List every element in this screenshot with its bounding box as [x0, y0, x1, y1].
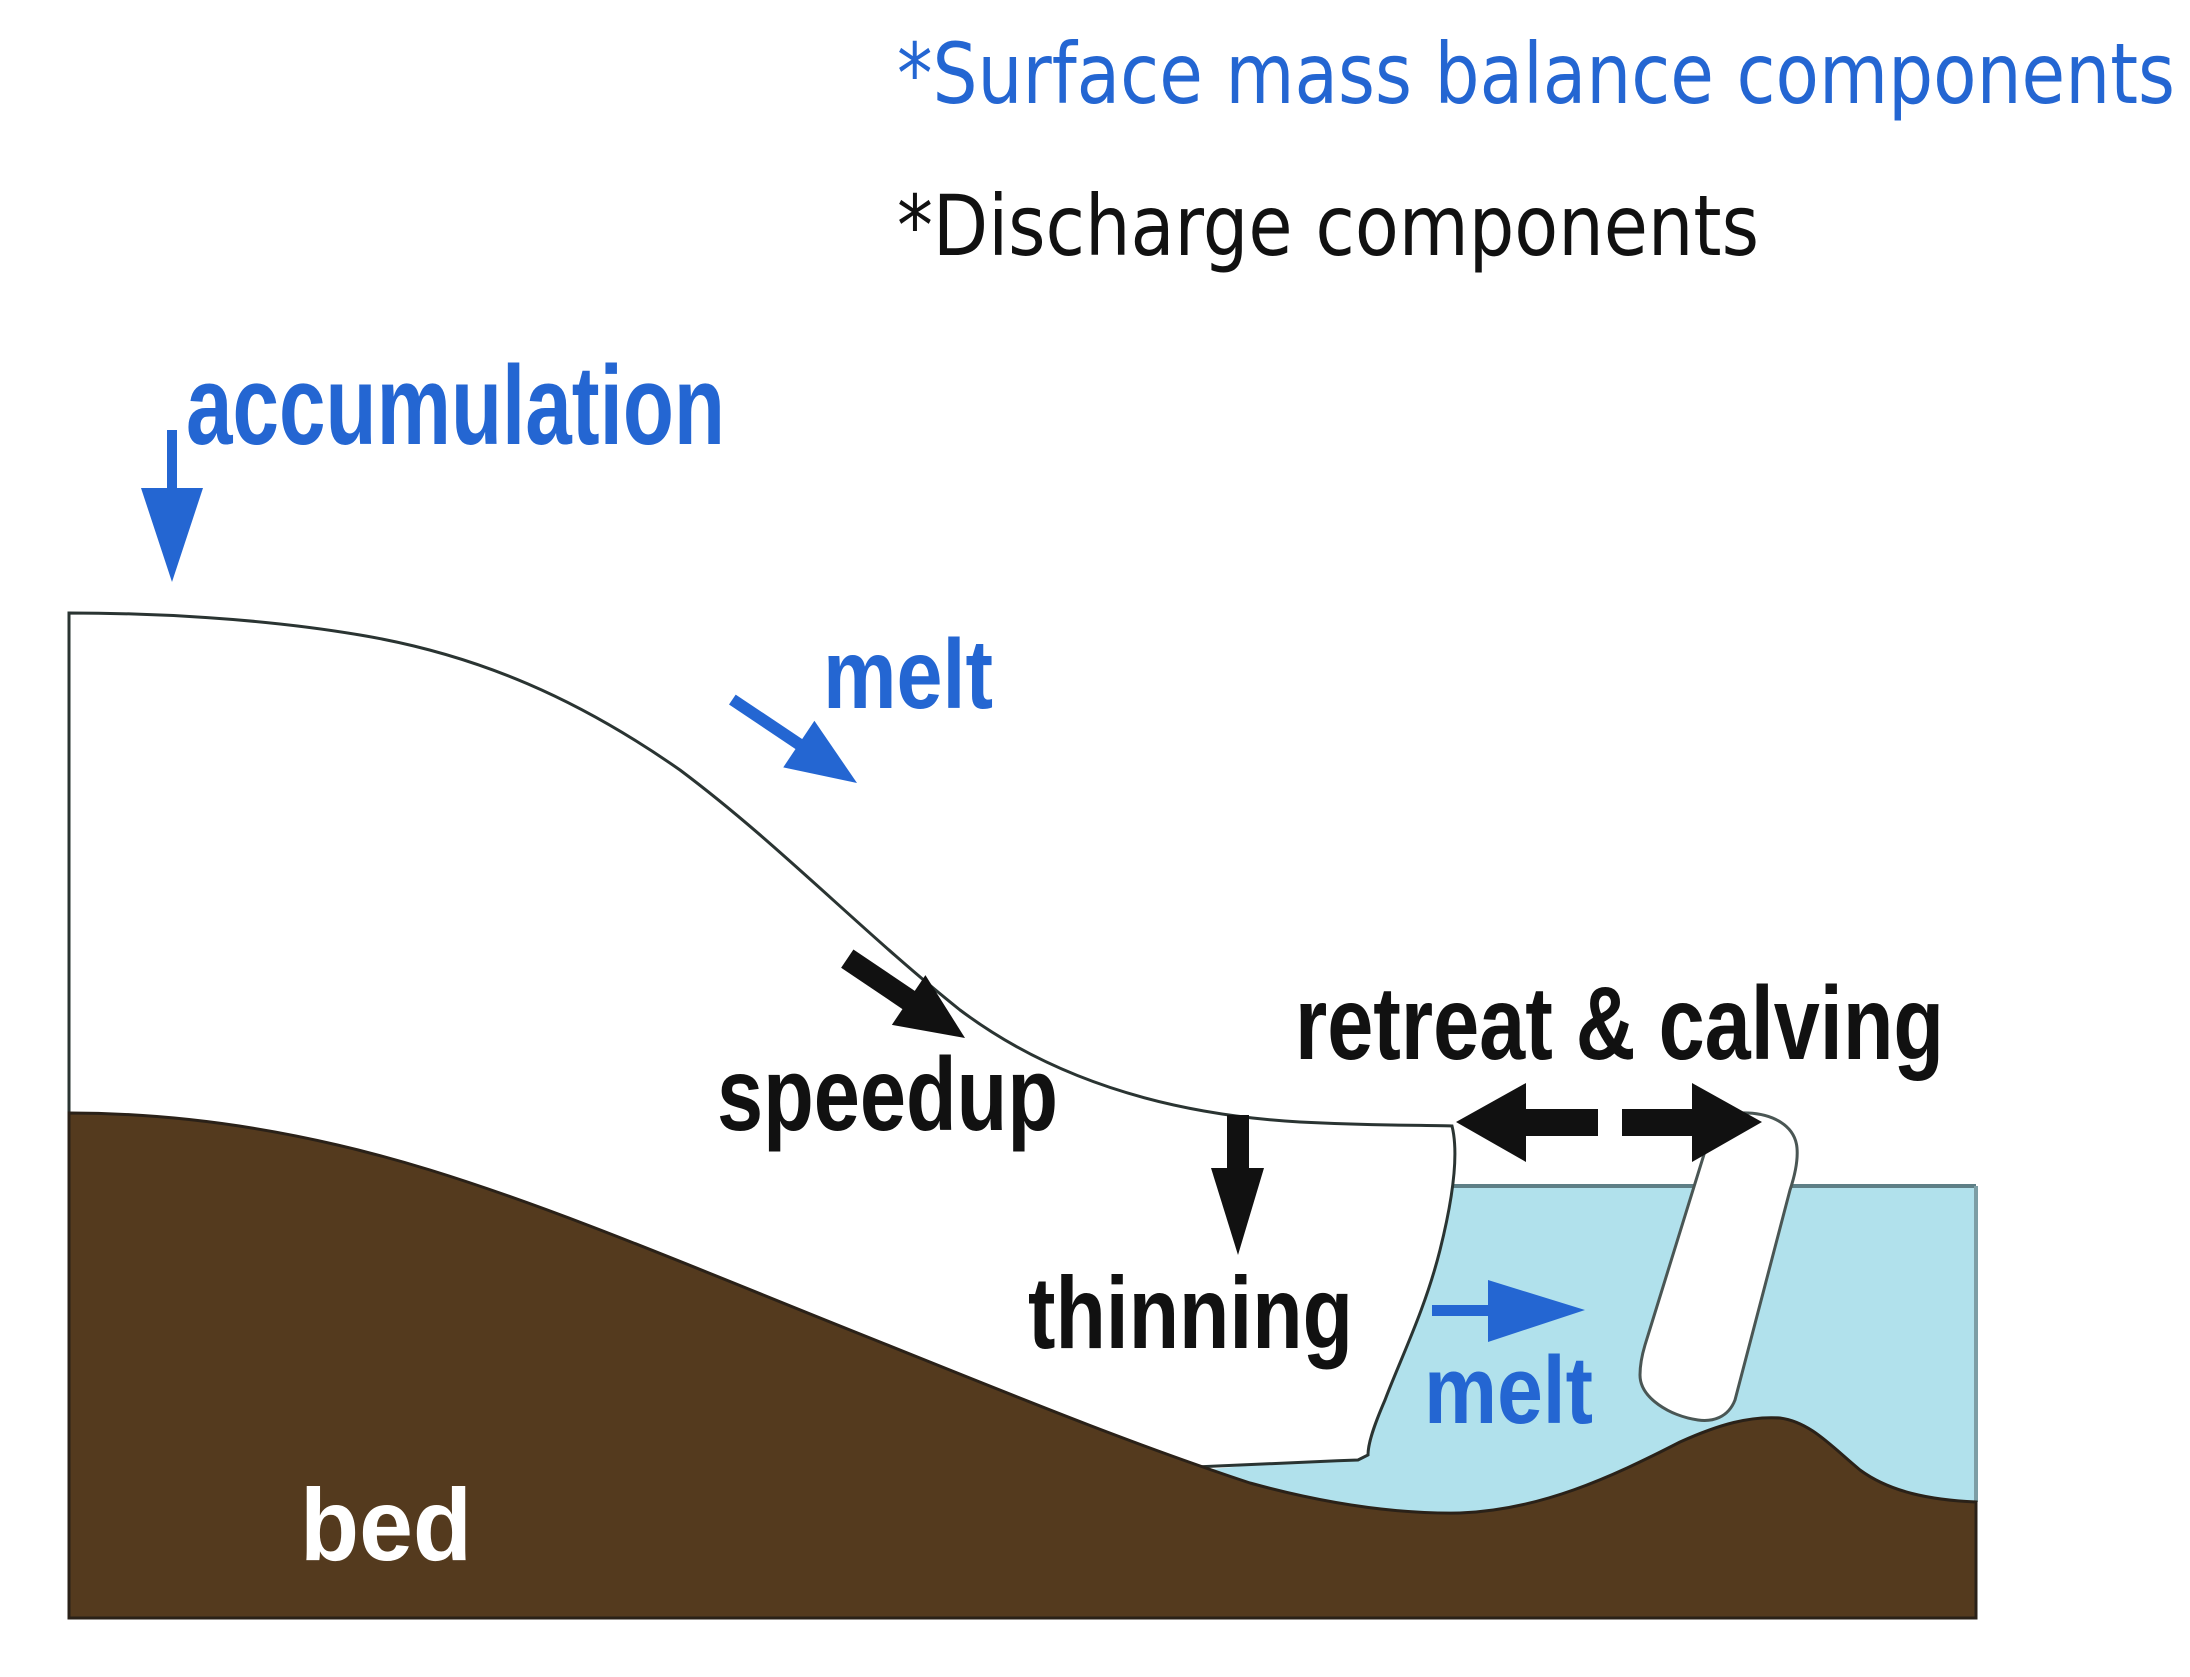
calving-arrow-icon: [1622, 1083, 1762, 1162]
ocean-water: [1200, 1186, 1976, 1514]
label-retreat-calving: retreat & calving: [1295, 966, 1944, 1082]
label-accumulation: accumulation: [186, 343, 725, 468]
label-ocean-melt: melt: [1424, 1337, 1593, 1444]
label-thinning: thinning: [1028, 1256, 1353, 1370]
retreat-arrow-icon: [1456, 1083, 1598, 1162]
thinning-arrow-icon: [1211, 1115, 1264, 1255]
label-surface-melt: melt: [823, 619, 993, 729]
legend-surface-mass-balance: *Surface mass balance components: [897, 25, 2175, 123]
speedup-arrow-icon: [841, 949, 965, 1038]
bedrock: [67, 1111, 1978, 1620]
iceberg: [1638, 1111, 1799, 1422]
label-speedup: speedup: [717, 1037, 1058, 1153]
label-bed: bed: [300, 1468, 472, 1582]
ocean-melt-arrow-icon: [1432, 1280, 1585, 1342]
legend-discharge: *Discharge components: [897, 177, 1759, 275]
glacier-ice: [67, 611, 1457, 1469]
surface-melt-arrow-icon: [729, 694, 857, 783]
accumulation-arrow-icon: [141, 430, 203, 582]
